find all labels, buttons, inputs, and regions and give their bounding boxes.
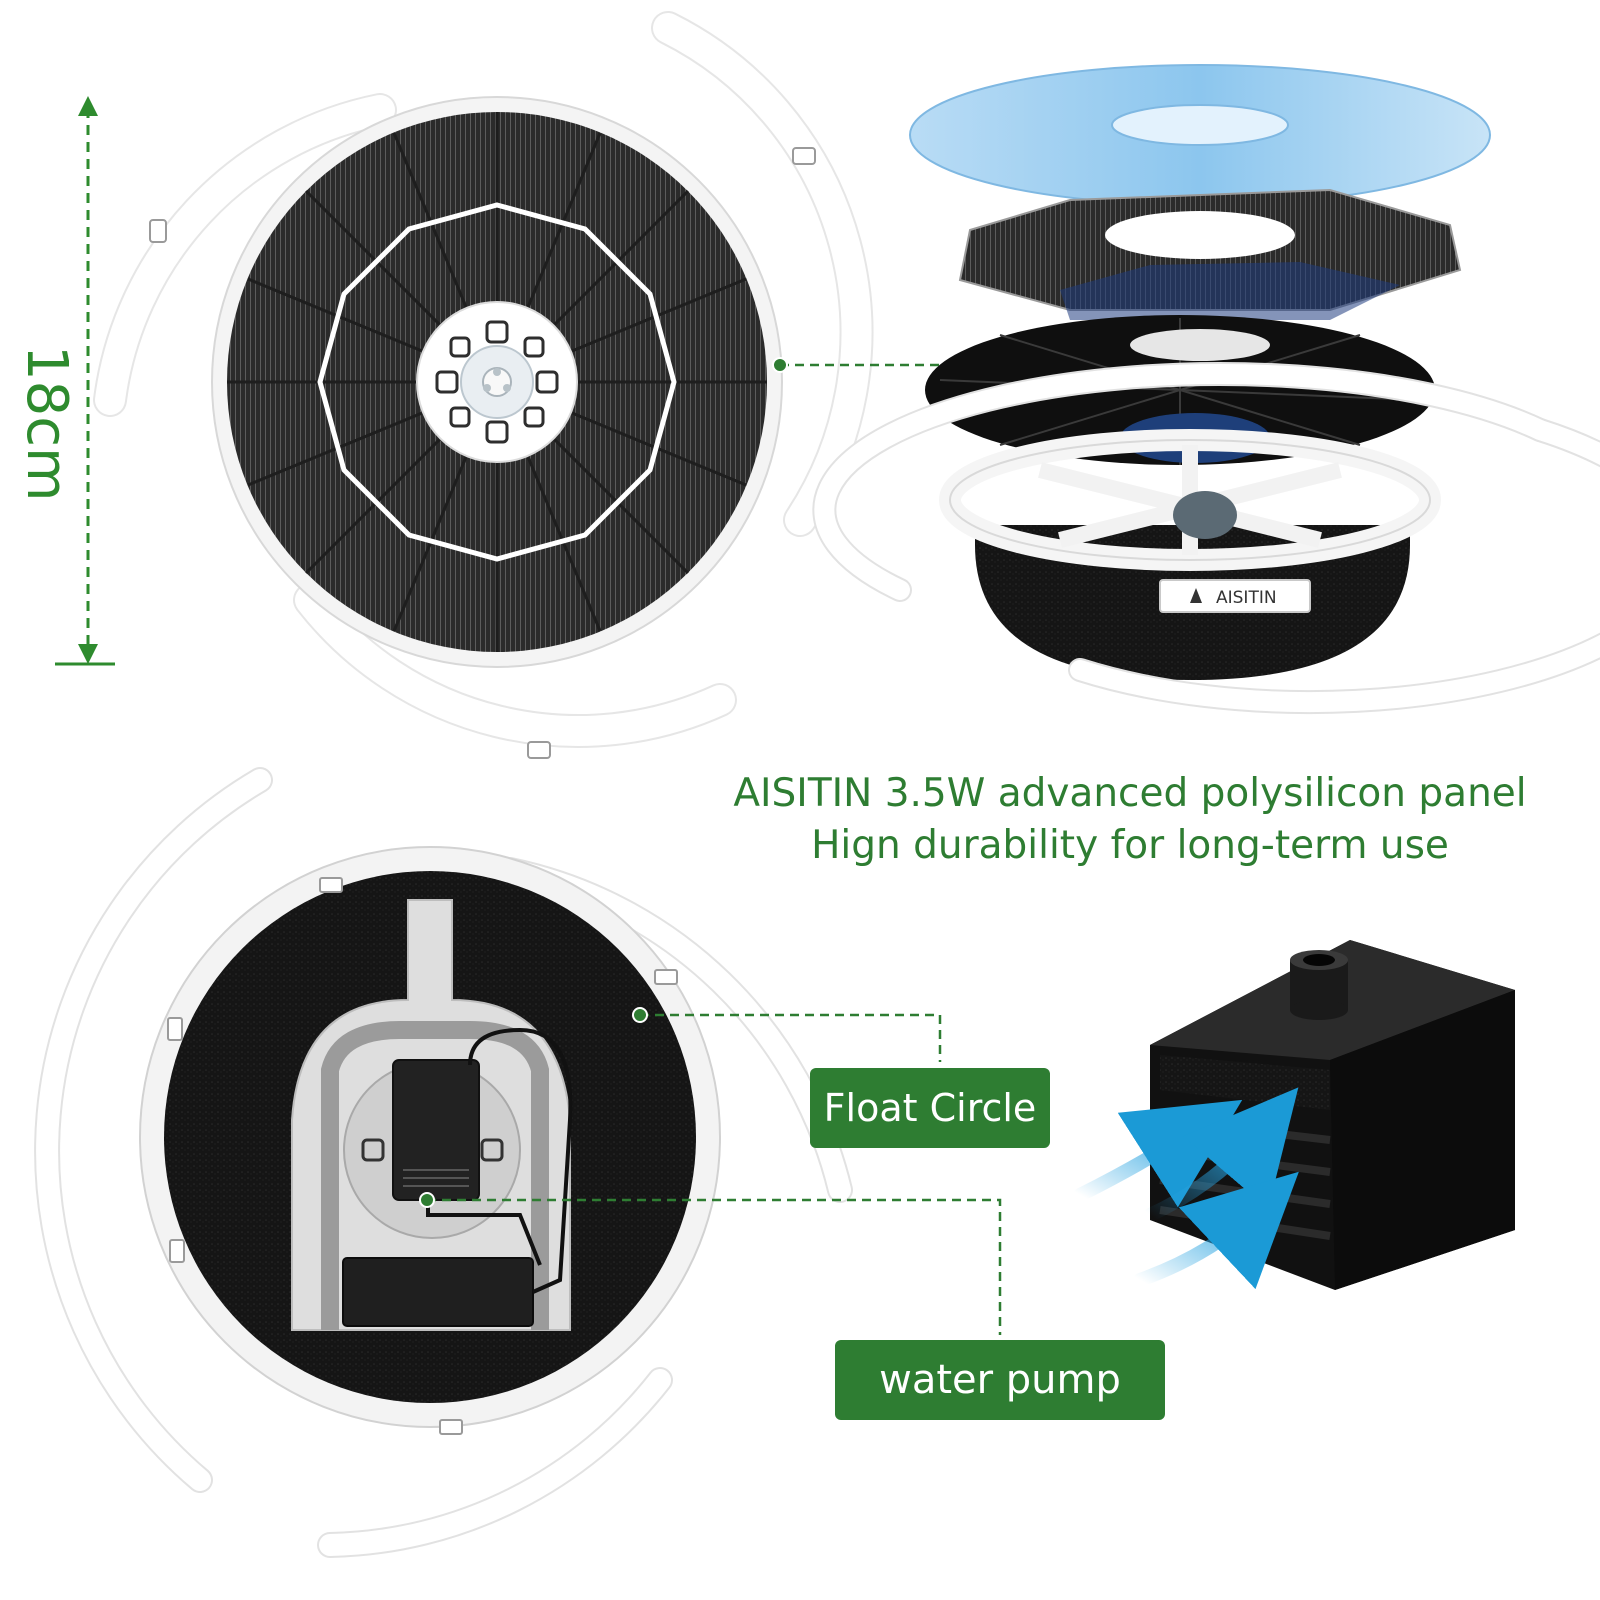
panel-leader-line — [772, 357, 1030, 373]
float-circle-callout: Float Circle — [810, 1068, 1050, 1148]
brand-mark: AISITIN — [1216, 588, 1277, 608]
water-pump-leader-line — [419, 1192, 1002, 1335]
float-underside-view — [34, 767, 853, 1558]
float-circle-leader-line — [632, 1007, 942, 1062]
headline-line-1: AISITIN 3.5W advanced polysilicon panel — [733, 771, 1527, 816]
height-dimension-label: 18cm — [14, 345, 79, 502]
exploded-panel-layers: AISITIN — [812, 64, 1600, 715]
water-flow-arrows — [1073, 1087, 1299, 1290]
height-dimension-arrow — [55, 96, 115, 666]
water-pump-callout: water pump — [835, 1340, 1165, 1420]
water-pump-closeup — [1150, 940, 1515, 1290]
solar-panel-top-view — [93, 11, 874, 759]
headline-line-2: Hign durability for long-term use — [811, 823, 1449, 868]
